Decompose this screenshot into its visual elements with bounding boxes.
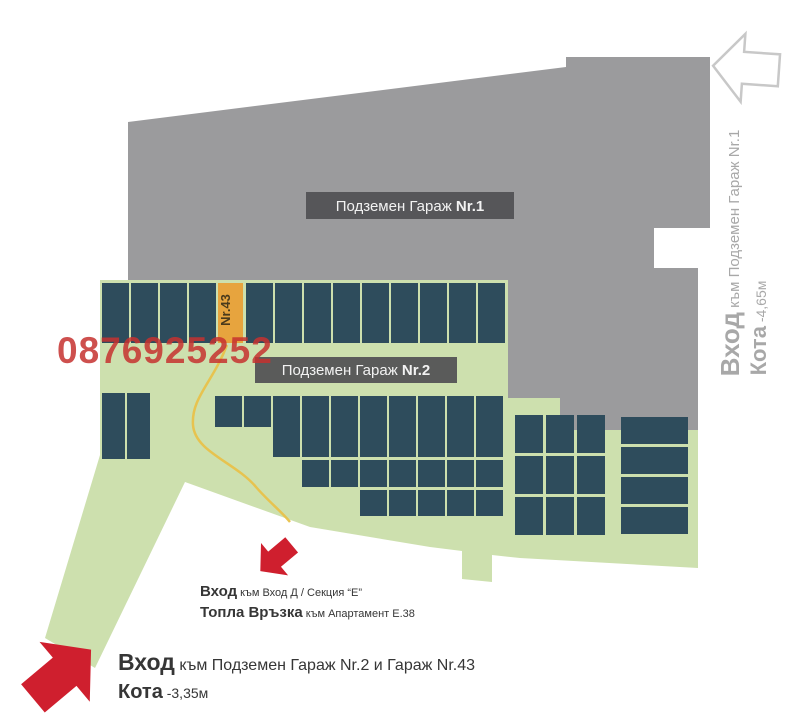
parking-stall bbox=[362, 283, 389, 343]
side-entrance-title: Вход bbox=[200, 583, 238, 600]
route-path bbox=[191, 344, 291, 523]
garage1-area bbox=[128, 57, 710, 430]
main-level-title: Кота bbox=[118, 681, 164, 703]
garage1-level-label: Кота -4,65м bbox=[746, 281, 771, 376]
parking-stall bbox=[546, 456, 574, 494]
main-entrance-line1: Вход към Подземен Гараж Nr.2 и Гараж Nr.… bbox=[118, 649, 475, 675]
parking-stall bbox=[273, 396, 300, 457]
parking-stall bbox=[621, 477, 688, 504]
garage1-level-title: Кота bbox=[746, 325, 771, 375]
parking-stall bbox=[449, 283, 476, 343]
garage2-badge-number: Nr.2 bbox=[402, 362, 430, 379]
parking-stall bbox=[546, 497, 574, 535]
parking-stall bbox=[389, 396, 416, 457]
side-entrance-line1: Вход към Вход Д / Секция “Е” bbox=[200, 583, 362, 600]
parking-stalls bbox=[102, 283, 688, 535]
watermark-phone: 0876925252 bbox=[57, 330, 273, 371]
parking-stall bbox=[418, 396, 445, 457]
garage1-entrance-title: Вход bbox=[715, 312, 745, 377]
parking-stall bbox=[302, 460, 329, 487]
garage1-badge bbox=[306, 192, 514, 219]
parking-stall bbox=[420, 283, 447, 343]
parking-stall bbox=[577, 415, 605, 453]
parking-stall bbox=[333, 283, 360, 343]
main-entrance-line2: Кота -3,35м bbox=[118, 681, 208, 703]
side-entrance-arrow-icon bbox=[260, 537, 299, 576]
main-level-value: -3,35м bbox=[163, 685, 208, 701]
parking-stall bbox=[515, 415, 543, 453]
garage1-entrance-label: Вход към Подземен Гараж Nr.1 bbox=[715, 130, 745, 377]
parking-stall bbox=[389, 460, 416, 487]
garage1-entrance-arrow-icon bbox=[711, 30, 782, 106]
warm-link-rest: към Апартамент Е.38 bbox=[303, 608, 415, 620]
parking-stall bbox=[131, 283, 158, 343]
parking-stall bbox=[246, 283, 273, 343]
parking-stall bbox=[331, 396, 358, 457]
parking-stall bbox=[302, 396, 329, 457]
parking-stall bbox=[275, 283, 302, 343]
garage1-level-value: -4,65м bbox=[753, 281, 769, 326]
main-entrance-arrow-icon bbox=[21, 641, 92, 713]
stall-43-label: Nr.43 bbox=[218, 294, 233, 326]
parking-stall bbox=[331, 460, 358, 487]
parking-stall bbox=[215, 396, 242, 427]
garage2-badge bbox=[255, 357, 457, 383]
parking-stall bbox=[621, 507, 688, 534]
garage2-badge-label: Подземен Гараж Nr.2 bbox=[282, 362, 431, 379]
parking-stall bbox=[244, 396, 271, 427]
parking-stall bbox=[515, 456, 543, 494]
parking-stall bbox=[360, 396, 387, 457]
main-entrance-subtitle: към Подземен Гараж Nr.2 и Гараж Nr.43 bbox=[175, 657, 475, 674]
parking-stall bbox=[476, 396, 503, 457]
parking-stall bbox=[102, 393, 125, 459]
parking-stall bbox=[621, 417, 688, 444]
garage2-badge-name: Подземен Гараж bbox=[282, 362, 402, 379]
garage1-badge-number: Nr.1 bbox=[456, 198, 484, 215]
parking-stall bbox=[478, 283, 505, 343]
parking-stall bbox=[447, 396, 474, 457]
parking-stall bbox=[447, 490, 474, 516]
parking-stall bbox=[447, 460, 474, 487]
parking-stall bbox=[304, 283, 331, 343]
main-entrance-title: Вход bbox=[118, 649, 175, 675]
warm-link-title: Топла Връзка bbox=[200, 604, 303, 621]
parking-stall bbox=[515, 497, 543, 535]
parking-stall bbox=[418, 460, 445, 487]
parking-stall bbox=[621, 447, 688, 474]
parking-stall bbox=[360, 460, 387, 487]
parking-stall bbox=[577, 497, 605, 535]
parking-stall bbox=[389, 490, 416, 516]
parking-stall bbox=[189, 283, 216, 343]
parking-stall bbox=[577, 456, 605, 494]
parking-stall bbox=[391, 283, 418, 343]
parking-stall bbox=[476, 460, 503, 487]
side-entrance-rest: към Вход Д / Секция “Е” bbox=[237, 587, 362, 599]
garage1-badge-label: Подземен Гараж Nr.1 bbox=[336, 198, 485, 215]
parking-stall bbox=[360, 490, 387, 516]
parking-stall bbox=[476, 490, 503, 516]
parking-stall bbox=[418, 490, 445, 516]
parking-stall bbox=[127, 393, 150, 459]
garage1-badge-name: Подземен Гараж bbox=[336, 198, 456, 215]
parking-stall bbox=[102, 283, 129, 343]
parking-stall-43 bbox=[218, 283, 243, 343]
side-entrance-line2: Топла Връзка към Апартамент Е.38 bbox=[200, 604, 415, 621]
parking-stall bbox=[160, 283, 187, 343]
parking-stall bbox=[546, 415, 574, 453]
garage1-entrance-subtitle: към Подземен Гараж Nr.1 bbox=[726, 130, 743, 312]
